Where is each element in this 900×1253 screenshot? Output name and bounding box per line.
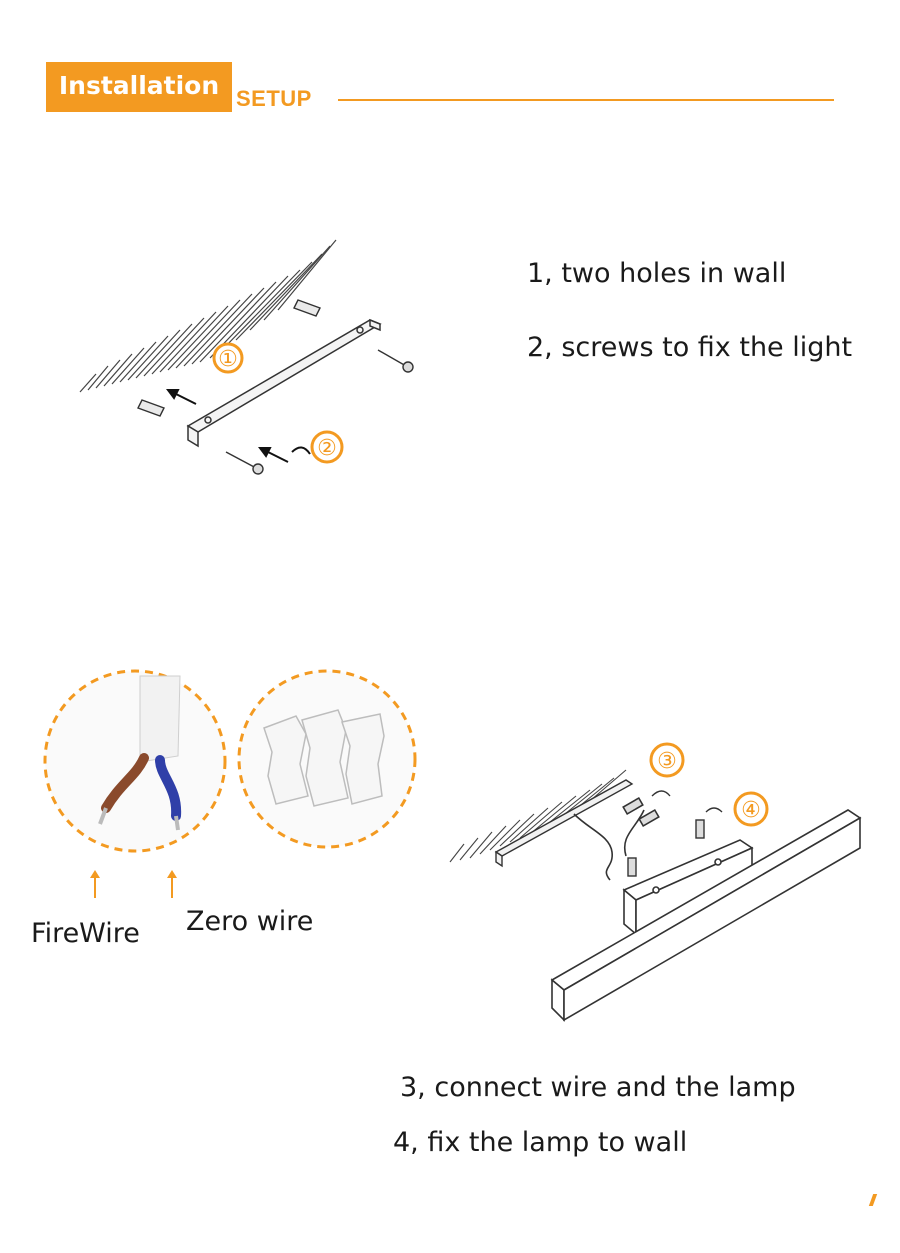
marker-three: ③ (649, 742, 685, 778)
wall-hatching-lamp (449, 769, 627, 863)
screws (225, 349, 414, 475)
bracket-mounting-diagram (79, 239, 414, 475)
header-divider (338, 99, 834, 101)
header-setup-label: SETUP (236, 86, 312, 111)
marker-one: ① (212, 342, 244, 374)
zero-wire-arrow (167, 870, 177, 898)
wall-hatching (79, 239, 337, 393)
mounting-bracket (186, 318, 382, 448)
lamp-screws (627, 790, 723, 877)
step-3-text: 3, connect wire and the lamp (400, 1072, 796, 1103)
marker-two: ② (310, 430, 344, 464)
step-2-text: 2, screws to fix the light (527, 332, 853, 363)
lamp-body (550, 809, 862, 1022)
step-4-text: 4, fix the lamp to wall (393, 1127, 688, 1158)
wire-photo-circle (43, 669, 227, 853)
wall-anchors (137, 299, 321, 417)
connector-photo-circle (237, 669, 417, 849)
cable-sheath (139, 675, 181, 763)
header-installation-tab: Installation (46, 62, 232, 112)
wire-connectors (263, 709, 385, 807)
lamp-mounting-diagram (449, 769, 862, 1022)
corner-accent-mark (868, 1194, 878, 1206)
brown-wire (98, 753, 149, 825)
firewire-arrow (90, 870, 100, 898)
zero-wire-label: Zero wire (186, 906, 314, 937)
marker-four: ④ (733, 791, 769, 827)
lamp-bracket (494, 779, 634, 868)
marker-one-label: ① (218, 347, 238, 372)
marker-three-label: ③ (657, 749, 677, 774)
firewire-label: FireWire (31, 918, 140, 949)
direction-arrows (166, 389, 311, 463)
connecting-wires (573, 796, 660, 881)
marker-two-label: ② (317, 436, 337, 461)
blue-wire (155, 755, 182, 831)
marker-four-label: ④ (741, 798, 761, 823)
step-1-text: 1, two holes in wall (527, 258, 787, 289)
